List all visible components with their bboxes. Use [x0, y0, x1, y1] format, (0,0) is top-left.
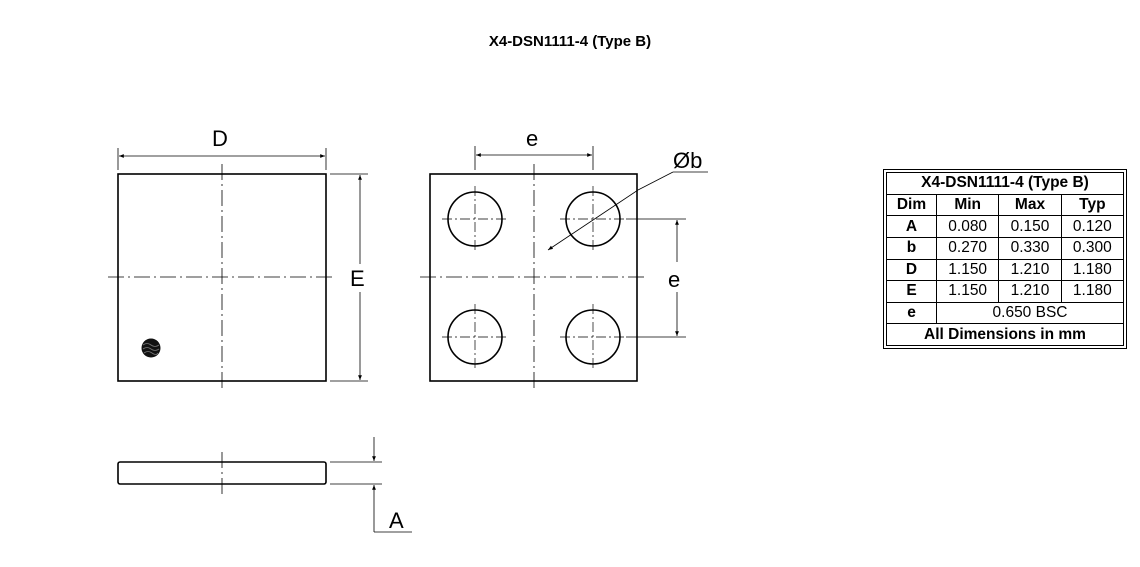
row-e-value: 0.650 BSC [936, 301, 1124, 325]
table-title: X4-DSN1111-4 (Type B) [886, 172, 1124, 195]
row-typ: 1.180 [1060, 258, 1125, 282]
row-dim: D [886, 258, 937, 282]
table-header-row: Dim Min Max Typ [886, 193, 1125, 217]
dim-b-leader-ext [637, 171, 674, 191]
row-dim: A [886, 215, 937, 238]
dimensions-table: X4-DSN1111-4 (Type B) Dim Min Max Typ A … [883, 169, 1127, 349]
header-dim: Dim [886, 193, 937, 217]
table-row: b 0.270 0.330 0.300 [886, 236, 1125, 260]
dim-b-leader [547, 189, 639, 251]
header-min: Min [935, 193, 1000, 217]
row-min: 0.080 [935, 215, 1000, 238]
dim-b-label: Øb [673, 148, 702, 173]
row-e-dim: e [886, 301, 937, 325]
side-view: A [117, 437, 412, 533]
dim-E-label: E [350, 266, 365, 291]
row-min: 0.270 [935, 236, 1000, 260]
table-footer-row: All Dimensions in mm [886, 323, 1124, 346]
row-max: 0.330 [998, 236, 1062, 260]
row-dim: E [886, 280, 937, 303]
row-max: 1.210 [998, 258, 1062, 282]
row-max: 0.150 [998, 215, 1062, 238]
table-footer: All Dimensions in mm [886, 323, 1124, 346]
pad-bottom-left [442, 304, 508, 370]
bottom-view: e e Øb [420, 126, 708, 392]
dim-e-right-label: e [668, 267, 680, 292]
dim-D-label: D [212, 126, 228, 151]
pad-bottom-right [560, 304, 626, 370]
row-typ: 0.120 [1060, 215, 1125, 238]
row-typ: 1.180 [1060, 280, 1125, 303]
table-title-row: X4-DSN1111-4 (Type B) [886, 172, 1124, 195]
table-row-e: e 0.650 BSC [886, 301, 1124, 325]
dim-A-label: A [389, 508, 404, 533]
row-min: 1.150 [935, 258, 1000, 282]
table-row: A 0.080 0.150 0.120 [886, 215, 1125, 238]
table-row: D 1.150 1.210 1.180 [886, 258, 1125, 282]
bottom-view-body [429, 173, 638, 382]
row-max: 1.210 [998, 280, 1062, 303]
header-typ: Typ [1060, 193, 1125, 217]
row-typ: 0.300 [1060, 236, 1125, 260]
row-dim: b [886, 236, 937, 260]
table-row: E 1.150 1.210 1.180 [886, 280, 1125, 303]
pad-top-left [442, 186, 508, 252]
row-min: 1.150 [935, 280, 1000, 303]
header-max: Max [998, 193, 1062, 217]
top-view: D E [108, 126, 368, 392]
page-title: X4-DSN1111-4 (Type B) [488, 33, 652, 50]
pad-top-right [560, 186, 626, 252]
dim-e-top-label: e [526, 126, 538, 151]
pin1-marker-icon [141, 338, 161, 358]
